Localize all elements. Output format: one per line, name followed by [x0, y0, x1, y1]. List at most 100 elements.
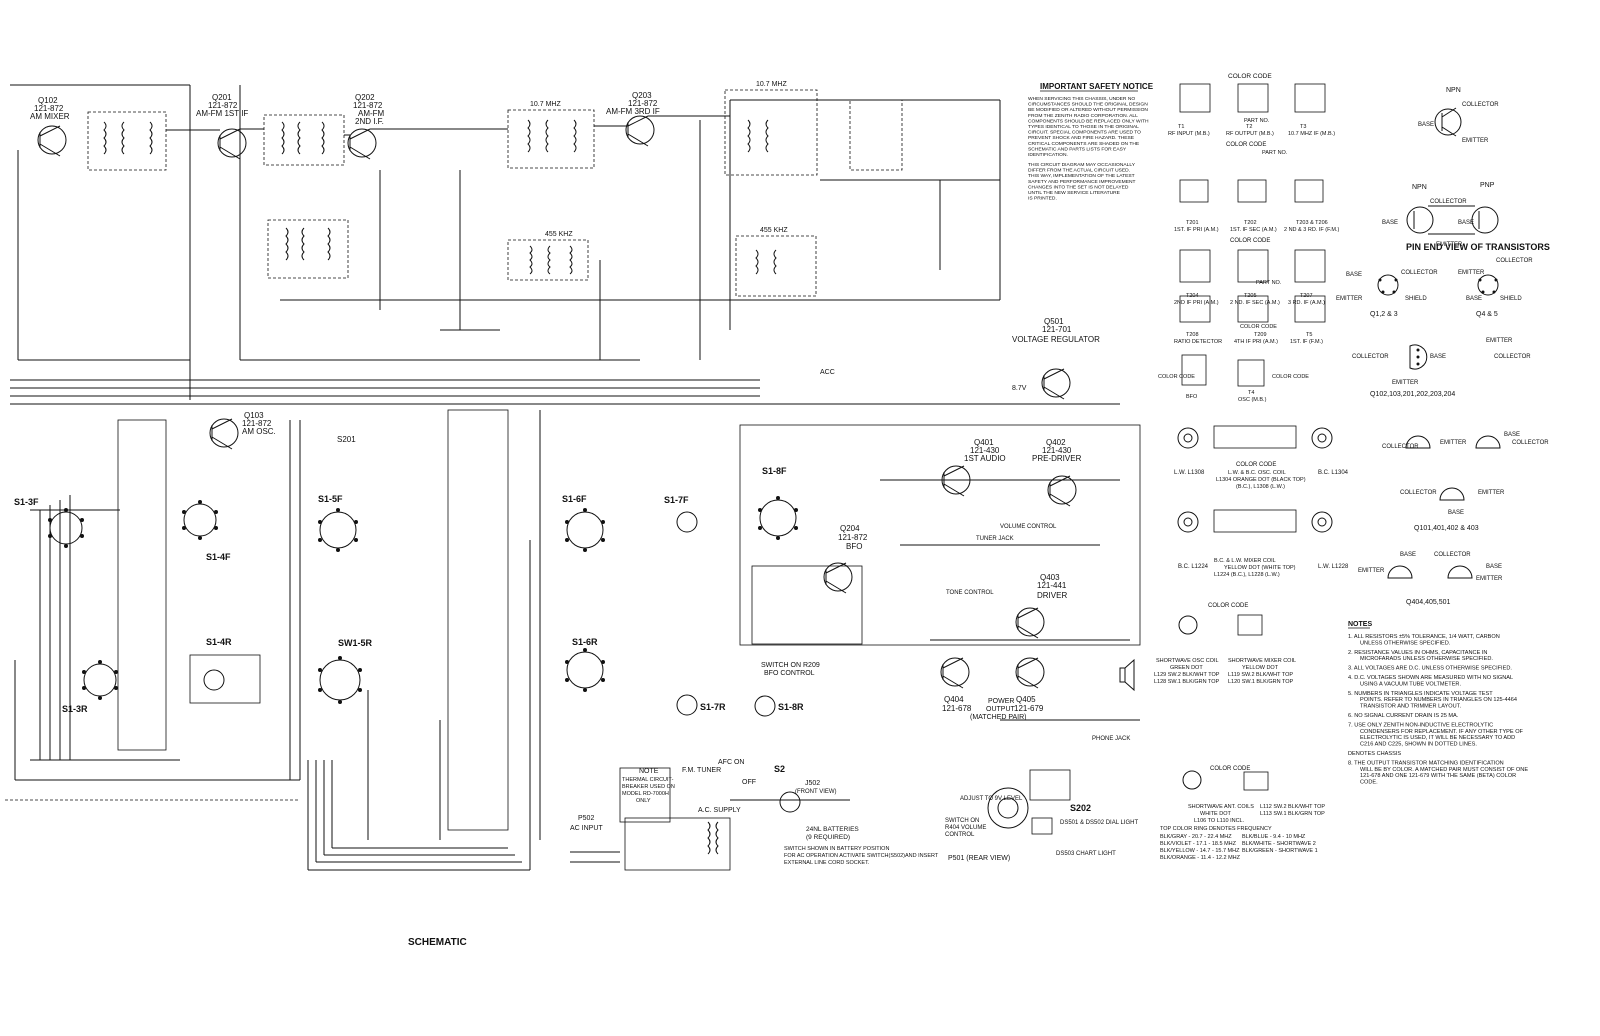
q501-voltage-regulator: Q501 121-701 VOLTAGE REGULATOR 8.7V: [1012, 317, 1100, 400]
q403-driver: Q403 121-441 DRIVER: [1015, 573, 1067, 639]
row1-t2-desc: RF OUTPUT (M.B.): [1226, 131, 1274, 137]
row5-t4: T4: [1248, 390, 1254, 396]
q102-ref: Q102: [38, 96, 58, 105]
row3-t207-desc: 3 RD. IF (A.M.): [1288, 300, 1325, 306]
row4-t209: T209: [1254, 332, 1267, 338]
row2-t203: T203 & T206: [1296, 220, 1328, 226]
base-mid-l: BASE: [1382, 220, 1398, 226]
q204-part: 121-872: [838, 533, 868, 542]
s1-3r-label: S1-3R: [62, 704, 88, 714]
lw-l1228: L.W. L1228: [1318, 564, 1349, 570]
pin5-emitter: EMITTER: [1478, 490, 1505, 496]
ant-color-code: COLOR CODE: [1210, 766, 1250, 772]
q203-ref: Q203: [632, 91, 652, 100]
pin6-base-r: BASE: [1486, 564, 1502, 570]
p501-label: P501 (REAR VIEW): [948, 855, 1010, 862]
row1-t1: T1: [1178, 124, 1184, 130]
q102-am-mixer: Q102 121-872 AM MIXER: [30, 96, 70, 157]
t206-freq: 10.7 MHZ: [530, 101, 561, 108]
q203-part: 121-872: [628, 99, 658, 108]
t206-transformer: 10.7 MHZ: [507, 101, 595, 169]
j502-front-view: (FRONT VIEW): [795, 789, 837, 795]
bc-l1304: B.C. L1304: [1318, 470, 1349, 476]
footer-label: SCHEMATIC: [408, 937, 467, 948]
row2-t201: T201: [1186, 220, 1199, 226]
note-item-1: 1. ALL RESISTORS ±5% TOLERANCE, 1/4 WATT…: [1348, 634, 1500, 646]
row3-t205-desc: 2 ND. IF SEC (A.M.): [1230, 300, 1280, 306]
afc-on: AFC ON: [718, 759, 744, 766]
pin6-emitter-r: EMITTER: [1476, 576, 1503, 582]
pin6-base: BASE: [1400, 552, 1416, 558]
switch-r209: SWITCH ON R209: [761, 662, 820, 669]
lw-l1308: L.W. L1308: [1174, 470, 1205, 476]
q204-bfo: Q204 121-872 BFO SWITCH ON R209 BFO CONT…: [751, 524, 868, 677]
base-top: BASE: [1418, 122, 1434, 128]
group2: Q4 & 5: [1476, 311, 1498, 318]
chart-light: DS503 CHART LIGHT: [1056, 851, 1116, 857]
q401-func: 1ST AUDIO: [964, 454, 1006, 463]
pin1-emitter: EMITTER: [1336, 296, 1363, 302]
q201-if-stage: Q201 121-872 AM-FM 1ST IF: [196, 93, 248, 160]
q501-func: VOLTAGE REGULATOR: [1012, 335, 1100, 344]
pin3-emitter: EMITTER: [1392, 380, 1419, 386]
safety-line-8: PREVENT SHOCK AND FIRE HAZARD. THESE: [1028, 135, 1135, 141]
row1-t1-desc: RF INPUT (M.B.): [1168, 131, 1210, 137]
mixer-coil-3: L1224 (B.C.), L1228 (L.W.): [1214, 572, 1280, 578]
bfo-color-code: COLOR CODE: [1158, 374, 1195, 380]
q201-func: AM-FM 1ST IF: [196, 109, 248, 118]
pin-end-title: PIN END VIEW OF TRANSISTORS: [1406, 242, 1550, 252]
safety-line-6: TYPES IDENTICAL TO THOSE IN THE ORIGINAL: [1028, 124, 1139, 130]
transformer-bottom-views: COLOR CODE T1 RF INPUT (M.B.) T2 RF OUTP…: [1158, 73, 1339, 403]
s1-4f-label: S1-4F: [206, 552, 231, 562]
q103-func: AM OSC.: [242, 427, 276, 436]
q203-func: AM-FM 3RD IF: [606, 107, 660, 116]
s1-6r-label: S1-6R: [572, 637, 598, 647]
q403-ref: Q403: [1040, 573, 1060, 582]
sw-mix-3: L119 SW.2 BLK/WHT TOP: [1228, 672, 1293, 678]
t204-t205-transformer: [267, 219, 349, 279]
t201-t202-transformer: [87, 111, 167, 171]
s2-label: S2: [774, 764, 785, 774]
q501-ref: Q501: [1044, 317, 1064, 326]
fm-tuner: F.M. TUNER: [682, 767, 721, 774]
note-item-6: 6. NO SIGNAL CURRENT DRAIN IS 25 MA.: [1348, 713, 1459, 719]
pin2-collector: COLLECTOR: [1496, 258, 1533, 264]
sw-ant-1: SHORTWAVE ANT. COILS: [1188, 804, 1254, 810]
s1-7f-label: S1-7F: [664, 495, 689, 505]
xfmr-part-no-3: PART NO.: [1256, 280, 1282, 286]
row4-t208: T208: [1186, 332, 1199, 338]
q401-1st-audio: Q401 121-430 1ST AUDIO: [941, 438, 1006, 497]
shortwave-coil-stack: [117, 409, 541, 871]
afc-off: OFF: [742, 779, 756, 786]
output-l2: OUTPUT: [986, 706, 1016, 713]
safety-line-5: COMPONENTS SHOULD BE REPLACED ONLY WITH: [1028, 118, 1149, 124]
safety-line-b-3: THIS WAY, IMPLEMENTATION OF THE LATEST: [1028, 173, 1135, 179]
thermal-note-3: MODEL RD-7000H: [622, 791, 669, 797]
osc-coil-1: L.W. & B.C. OSC. COIL: [1228, 470, 1286, 476]
q405-ref: Q405: [1016, 695, 1036, 704]
safety-line-10: SCHEMATIC AND PARTS LISTS FOR EASY: [1028, 146, 1127, 152]
pin3-emitter-top: EMITTER: [1486, 338, 1513, 344]
t4-color-code: COLOR CODE: [1272, 374, 1309, 380]
battery-note-2: FOR AC OPERATION ACTIVATE SWITCH(S502)AN…: [784, 853, 939, 859]
tuner-jack: TUNER JACK: [976, 536, 1014, 542]
s1-4r-label: S1-4R: [206, 637, 232, 647]
safety-line-4: FROM THE ZENITH RADIO CORPORATION. ALL: [1028, 113, 1138, 119]
coil-views: L.W. L1308 B.C. L1304 COLOR CODE L.W. & …: [1154, 425, 1349, 861]
sw-ant-5: L113 SW.1 BLK/GRN TOP: [1260, 811, 1325, 817]
pin5-base: BASE: [1448, 510, 1464, 516]
s1-6f-label: S1-6F: [562, 494, 587, 504]
row5-bfo: BFO: [1186, 394, 1198, 400]
emitter-mid: EMITTER: [1436, 242, 1463, 248]
row4-t208-desc: RATIO DETECTOR: [1174, 339, 1222, 345]
osc-coil-3: (B.C.), L1308 (L.W.): [1236, 484, 1285, 490]
sw-osc-4: L128 SW.1 BLK/GRN TOP: [1154, 679, 1220, 685]
battery-note-1: SWITCH SHOWN IN BATTERY POSITION: [784, 846, 889, 852]
q404-part: 121-678: [942, 704, 972, 713]
pin5-collector: COLLECTOR: [1400, 490, 1437, 496]
note-item-3: 3. ALL VOLTAGES ARE D.C. UNLESS OTHERWIS…: [1348, 666, 1512, 672]
q103-ref: Q103: [244, 411, 264, 420]
note-item-9: 8. THE OUTPUT TRANSISTOR MATCHING IDENTI…: [1348, 760, 1528, 785]
q103-part: 121-872: [242, 419, 272, 428]
pin3-collector: COLLECTOR: [1352, 354, 1389, 360]
